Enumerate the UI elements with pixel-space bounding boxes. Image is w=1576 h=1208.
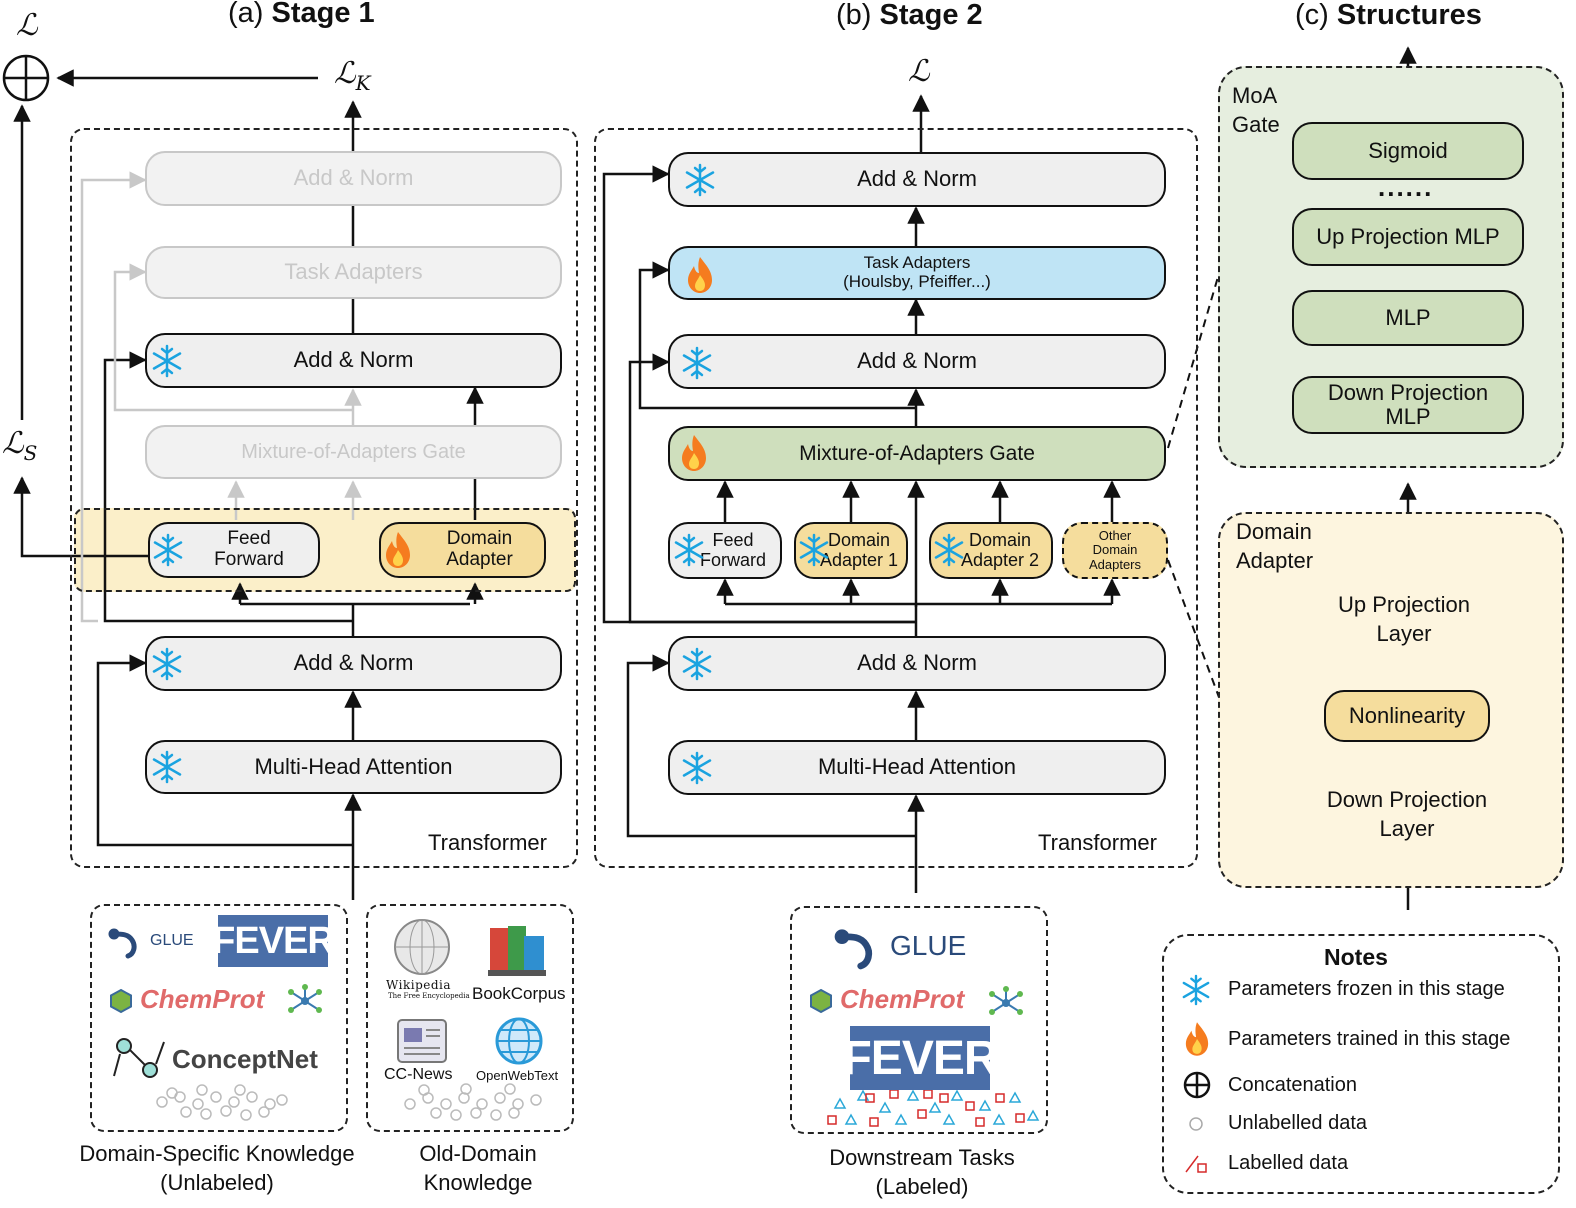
loss-total: ℒ [16, 8, 38, 43]
glue-icon [834, 926, 882, 979]
globe-icon [494, 1016, 544, 1071]
fire-icon [680, 433, 708, 478]
fever-logo: FEVER [212, 915, 335, 967]
other-adapters-stage2: Other Domain Adapters [1062, 522, 1168, 579]
note-concat: Concatenation [1228, 1074, 1357, 1096]
transformer-frame-stage2 [594, 128, 1198, 868]
panel-a-title: (a) Stage 1 [228, 0, 375, 29]
snowflake-icon [680, 751, 714, 790]
task-adapters-stage1: Task Adapters [145, 246, 562, 299]
conceptnet-label: ConceptNet [172, 1044, 318, 1074]
snowflake-icon [150, 647, 184, 686]
conceptnet-icon [108, 1036, 168, 1087]
snowflake-icon [150, 750, 184, 789]
note-labelled: Labelled data [1228, 1152, 1349, 1174]
add-norm-mid-stage1: Add & Norm [145, 333, 562, 388]
snowflake-icon [932, 533, 966, 572]
labelled-markers [827, 1089, 1040, 1127]
add-norm-bottom-stage2: Add & Norm [668, 636, 1166, 691]
add-norm-bottom-stage1: Add & Norm [145, 636, 562, 691]
nonlinearity-box: Nonlinearity [1324, 690, 1490, 742]
chemprot-icon [108, 988, 134, 1019]
moa-gate-structure-label: MoA Gate [1232, 83, 1280, 137]
fire-icon [686, 255, 714, 300]
snowflake-icon [683, 163, 717, 202]
transformer-label-stage1: Transformer [428, 830, 547, 855]
note-trained: Parameters trained in this stage [1228, 1028, 1511, 1050]
domain-adapter-1-stage2: Domain Adapter 1 [794, 522, 908, 579]
glue-label: GLUE [150, 932, 194, 949]
loss-stage2: ℒ [908, 54, 930, 89]
snowflake-icon [150, 344, 184, 383]
panel-b-title: (b) Stage 2 [836, 0, 983, 31]
add-norm-mid-stage2: Add & Norm [668, 334, 1166, 389]
loss-k: ℒK [334, 56, 371, 95]
old-domain-datasets [366, 904, 574, 1132]
domain-adapter-structure-label: Domain Adapter [1236, 519, 1314, 573]
ellipsis: ...... [1378, 172, 1434, 202]
chemprot-label-stage2: ChemProt [840, 984, 965, 1014]
loss-s: ℒS [2, 426, 38, 465]
down-projection-layer: Down Projection Layer [1326, 787, 1488, 841]
domain-specific-datasets [90, 904, 348, 1132]
books-icon [488, 924, 548, 985]
sigmoid-box: Sigmoid [1292, 122, 1524, 180]
mha-stage2: Multi-Head Attention [668, 740, 1166, 795]
add-norm-top-stage1: Add & Norm [145, 151, 562, 206]
transformer-frame-stage1 [70, 128, 578, 868]
bookcorpus-label: BookCorpus [472, 984, 566, 1003]
unlabelled-dots-right [404, 1083, 542, 1121]
fire-icon [384, 530, 412, 575]
transformer-label-stage2: Transformer [1038, 830, 1157, 855]
openwebtext-label: OpenWebText [476, 1068, 559, 1083]
notes-box [1162, 934, 1560, 1194]
labelled-icon [1184, 1152, 1212, 1181]
snowflake-icon [151, 533, 185, 572]
wikipedia-label: Wikipedia [386, 978, 452, 992]
adapter-layer-frame [74, 508, 576, 592]
up-projection-layer: Up Projection Layer [1337, 592, 1471, 646]
concat-icon [1182, 1070, 1212, 1105]
glue-label-stage2: GLUE [890, 930, 967, 961]
wikipedia-sub: The Free Encyclopedia [388, 992, 470, 1000]
add-norm-top-stage2: Add & Norm [668, 152, 1166, 207]
snowflake-icon [672, 533, 706, 572]
chemprot-label: ChemProt [140, 984, 265, 1014]
task-adapters-stage2: Task Adapters(Houlsby, Pfeiffer...) [668, 246, 1166, 300]
snowflake-icon [680, 647, 714, 686]
up-projection-mlp-box: Up Projection MLP [1292, 208, 1524, 266]
snowflake-icon [680, 346, 714, 385]
notes-title: Notes [1324, 944, 1388, 970]
news-icon [396, 1018, 448, 1069]
fever-logo: FEVER [842, 1026, 999, 1090]
wikipedia-icon [390, 918, 454, 981]
ccnews-label: CC-News [384, 1066, 453, 1083]
molecule-icon [986, 986, 1026, 1025]
glue-icon [108, 926, 144, 967]
molecule-icon [285, 984, 325, 1023]
feed-forward-stage1: Feed Forward [148, 522, 320, 578]
mlp-box: MLP [1292, 290, 1524, 346]
mha-stage1: Multi-Head Attention [145, 740, 562, 794]
caption-domain-specific: Domain-Specific Knowledge(Unlabeled) [79, 1141, 355, 1195]
downstream-datasets [790, 906, 1048, 1134]
note-frozen: Parameters frozen in this stage [1228, 978, 1505, 1000]
unlabelled-dots-left [156, 1084, 288, 1121]
down-projection-mlp-box: Down Projection MLP [1292, 376, 1524, 434]
snowflake-icon [1180, 974, 1212, 1011]
unlabelled-icon [1188, 1116, 1204, 1137]
caption-downstream: Downstream Tasks(Labeled) [829, 1145, 1015, 1199]
chemprot-icon [808, 988, 834, 1019]
moa-gate-stage1: Mixture-of-Adapters Gate [145, 425, 562, 479]
moa-gate-stage2: Mixture-of-Adapters Gate [668, 426, 1166, 481]
note-unlabelled: Unlabelled data [1228, 1112, 1367, 1134]
panel-c-title: (c) Structures [1295, 0, 1482, 31]
snowflake-icon [797, 533, 831, 572]
concat-icon [2, 54, 50, 102]
feed-forward-stage2: Feed Forward [668, 522, 782, 579]
fire-icon [1184, 1020, 1210, 1063]
